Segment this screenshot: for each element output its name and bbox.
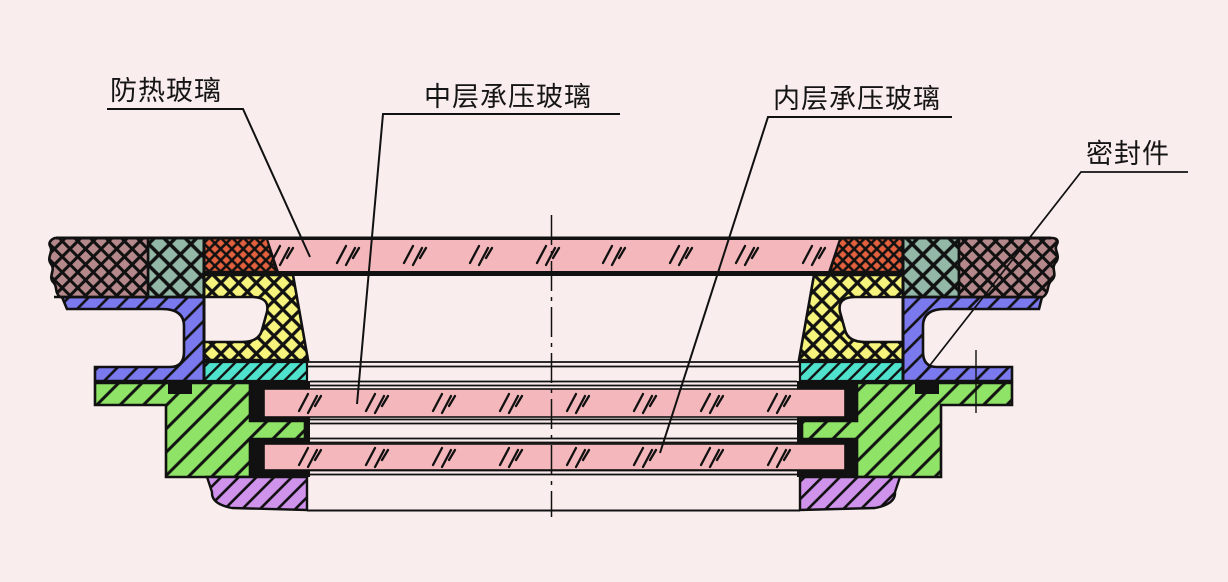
right-red-seal-block xyxy=(828,236,905,274)
left-clamp-void xyxy=(202,295,269,344)
right-frame-channel xyxy=(901,295,1044,383)
leader-lines xyxy=(107,108,1188,454)
left-cyan-ring xyxy=(202,360,309,383)
label-middle-glass: 中层承压玻璃 xyxy=(424,82,592,112)
leader-heat-glass xyxy=(107,108,311,258)
right-seal-square xyxy=(915,381,939,394)
leader-seal xyxy=(919,171,1188,379)
inner-pressure-glass xyxy=(263,443,846,471)
leader-middle-glass xyxy=(356,113,620,405)
right-frame-body xyxy=(800,381,1014,479)
left-seal-square xyxy=(168,381,192,394)
structure-edge-lines xyxy=(54,236,1051,381)
label-heat-glass: 防热玻璃 xyxy=(110,76,222,106)
left-braided-seal-block xyxy=(146,236,206,299)
left-frame-channel xyxy=(60,295,206,383)
right-cyan-ring xyxy=(798,360,905,383)
right-clamp-void xyxy=(838,295,905,344)
leader-inner-glass xyxy=(659,116,952,454)
right-violet-ring xyxy=(798,475,902,512)
middle-pressure-glass xyxy=(263,388,846,418)
left-fabric-seal-block xyxy=(48,236,150,299)
right-fabric-seal-block xyxy=(957,236,1059,299)
label-seal: 密封件 xyxy=(1086,139,1170,169)
left-red-seal-block xyxy=(202,236,279,274)
right-braided-seal-block xyxy=(901,236,961,299)
left-violet-ring xyxy=(205,475,309,512)
label-inner-glass: 内层承压玻璃 xyxy=(773,84,941,114)
left-frame-body xyxy=(93,381,307,479)
